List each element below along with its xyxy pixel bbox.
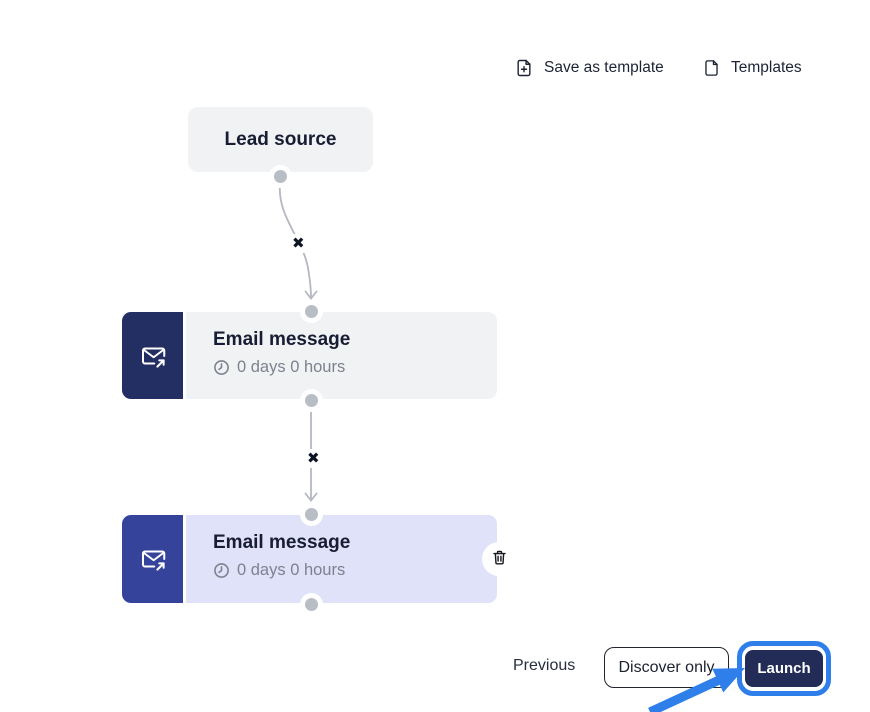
file-icon	[702, 57, 721, 79]
lead-source-node[interactable]: Lead source	[188, 107, 373, 172]
email-message-node-2-selected[interactable]: Email message 0 days 0 hours	[122, 515, 497, 603]
lead-source-title: Lead source	[224, 128, 337, 150]
clock-icon	[213, 562, 230, 579]
templates-label: Templates	[731, 59, 802, 76]
connector-dot	[305, 394, 318, 407]
previous-button[interactable]: Previous	[513, 657, 576, 674]
connector-x-mark-2[interactable]: ✖	[303, 449, 324, 468]
save-as-template-button[interactable]: Save as template	[514, 57, 664, 79]
save-as-template-label: Save as template	[544, 59, 664, 76]
connector-dot	[274, 170, 287, 183]
trash-icon	[490, 548, 509, 570]
clock-icon	[213, 359, 230, 376]
connector-dot	[305, 508, 318, 521]
email-send-icon	[122, 312, 183, 399]
delete-node-button[interactable]	[482, 542, 516, 576]
connector-dot	[305, 598, 318, 611]
email-node-delay: 0 days 0 hours	[237, 561, 346, 579]
email-message-node-1[interactable]: Email message 0 days 0 hours	[122, 312, 497, 399]
email-send-icon	[122, 515, 183, 603]
file-plus-icon	[514, 57, 534, 79]
templates-button[interactable]: Templates	[702, 57, 802, 79]
launch-highlight-ring: Launch	[737, 641, 831, 696]
connector-x-mark-1[interactable]: ✖	[288, 234, 309, 253]
email-node-body: Email message 0 days 0 hours	[186, 312, 497, 399]
discover-only-button[interactable]: Discover only	[604, 647, 729, 688]
email-node-delay: 0 days 0 hours	[237, 358, 346, 376]
email-node-title: Email message	[213, 532, 351, 553]
email-node-title: Email message	[213, 329, 351, 350]
launch-button[interactable]: Launch	[745, 650, 823, 687]
email-node-body: Email message 0 days 0 hours	[186, 515, 497, 603]
connector-dot	[305, 305, 318, 318]
